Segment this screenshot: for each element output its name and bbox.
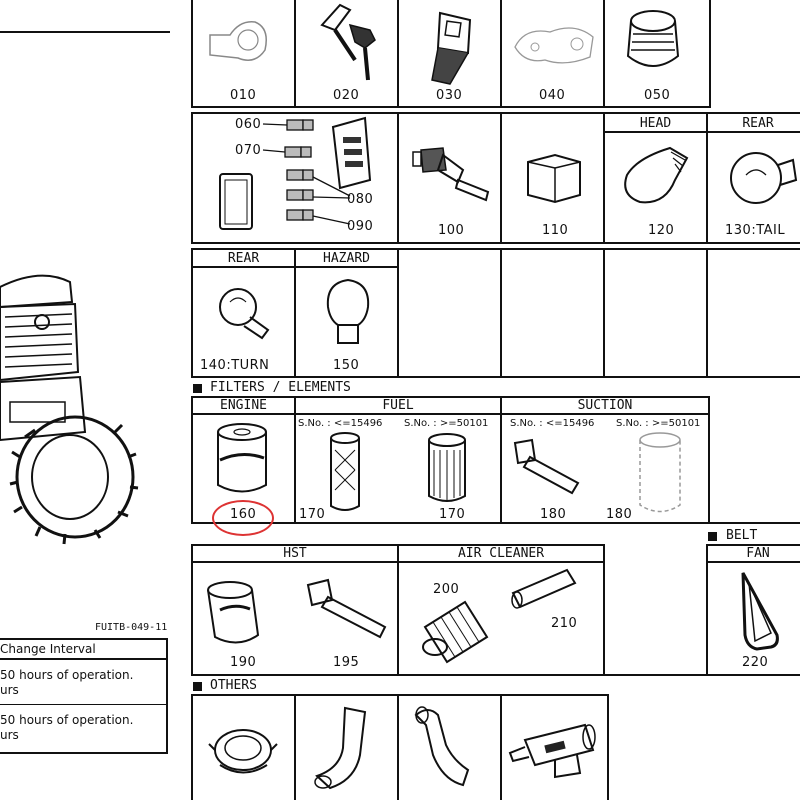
table-row-2-line2: urs — [0, 728, 19, 742]
header-fuel: FUEL — [382, 398, 414, 413]
fuel-filter-a-illustration — [325, 430, 365, 519]
belt-section-bullet — [708, 532, 717, 541]
header-rear: REAR — [742, 116, 774, 131]
table-row-1-line2: urs — [0, 683, 19, 697]
header-rear-turn: REAR — [227, 251, 260, 266]
part-number-100: 100 — [438, 223, 465, 238]
figure-code: FUITB-049-11 — [95, 622, 168, 633]
callout-090: 090 — [347, 219, 374, 234]
part-160-highlight-circle — [212, 500, 274, 536]
sno-fuel-b: S.No. : >=50101 — [404, 418, 489, 429]
suction-filter-a-illustration — [510, 435, 590, 504]
row2-frame — [191, 112, 800, 244]
callout-200: 200 — [433, 582, 460, 597]
part-190-illustration — [200, 575, 275, 659]
engine-oil-filter-illustration — [210, 420, 275, 504]
header-engine: ENGINE — [220, 398, 267, 413]
row1-frame — [191, 0, 711, 108]
part-140-illustration — [210, 282, 280, 346]
part-number-020: 020 — [333, 88, 360, 103]
part-010-illustration — [200, 10, 280, 74]
table-header: Change Interval — [0, 642, 96, 656]
part-number-110: 110 — [542, 223, 569, 238]
tractor-illustration — [0, 262, 140, 556]
callout-070: 070 — [235, 143, 262, 158]
part-number-050: 050 — [644, 88, 671, 103]
part-150-illustration — [318, 275, 378, 354]
part-040-illustration — [505, 12, 600, 76]
callout-210: 210 — [551, 616, 578, 631]
part-number-180-a: 180 — [540, 507, 567, 522]
fan-belt-illustration — [735, 565, 785, 659]
muffler-illustration — [505, 715, 600, 794]
part-200-illustration — [415, 592, 495, 671]
part-130-illustration — [718, 140, 798, 219]
part-number-040: 040 — [539, 88, 566, 103]
header-air-cleaner: AIR CLEANER — [457, 546, 545, 561]
part-110-illustration — [520, 150, 590, 214]
table-row-2-line1: 50 hours of operation. — [0, 713, 134, 727]
fuel-filter-b-illustration — [420, 430, 475, 514]
part-030-illustration — [420, 8, 480, 92]
part-number-030: 030 — [436, 88, 463, 103]
part-number-220: 220 — [742, 655, 769, 670]
header-suction: SUCTION — [577, 398, 633, 413]
callout-080: 080 — [347, 192, 374, 207]
part-number-170-a: 170 — [299, 507, 326, 522]
filters-section-bullet — [193, 384, 202, 393]
belt-section-title: BELT — [726, 528, 758, 543]
part-number-130-tail: 130:TAIL — [725, 223, 786, 238]
part-number-140-turn: 140:TURN — [200, 358, 270, 373]
header-hazard: HAZARD — [323, 251, 370, 266]
sno-fuel-a: S.No. : <=15496 — [298, 418, 383, 429]
part-050-illustration — [618, 6, 688, 85]
sno-suction-b: S.No. : >=50101 — [616, 418, 701, 429]
header-fan: FAN — [746, 546, 770, 561]
part-120-illustration — [615, 140, 695, 219]
cap-illustration — [205, 720, 285, 794]
others-section-bullet — [193, 682, 202, 691]
suction-filter-b-illustration — [630, 430, 690, 524]
sno-suction-a: S.No. : <=15496 — [510, 418, 595, 429]
table-row-1-line1: 50 hours of operation. — [0, 668, 134, 682]
part-number-180-b: 180 — [606, 507, 633, 522]
hose-b-illustration — [408, 700, 488, 799]
part-number-150: 150 — [333, 358, 360, 373]
fuse-set-illustration — [205, 112, 395, 241]
part-number-120: 120 — [648, 223, 675, 238]
header-head: HEAD — [639, 116, 672, 131]
callout-060: 060 — [235, 117, 262, 132]
part-number-195: 195 — [333, 655, 360, 670]
part-number-190: 190 — [230, 655, 257, 670]
left-top-rule — [0, 31, 170, 33]
part-number-170-b: 170 — [439, 507, 466, 522]
part-020-illustration — [310, 0, 390, 89]
hose-a-illustration — [305, 700, 375, 799]
header-hst: HST — [283, 546, 307, 561]
part-number-010: 010 — [230, 88, 257, 103]
filters-section-title: FILTERS / ELEMENTS — [210, 380, 351, 395]
others-section-title: OTHERS — [210, 678, 257, 693]
part-100-illustration — [408, 140, 498, 214]
part-195-illustration — [300, 575, 395, 649]
part-210-illustration — [505, 565, 585, 619]
change-interval-table: Change Interval 50 hours of operation. u… — [0, 638, 170, 754]
